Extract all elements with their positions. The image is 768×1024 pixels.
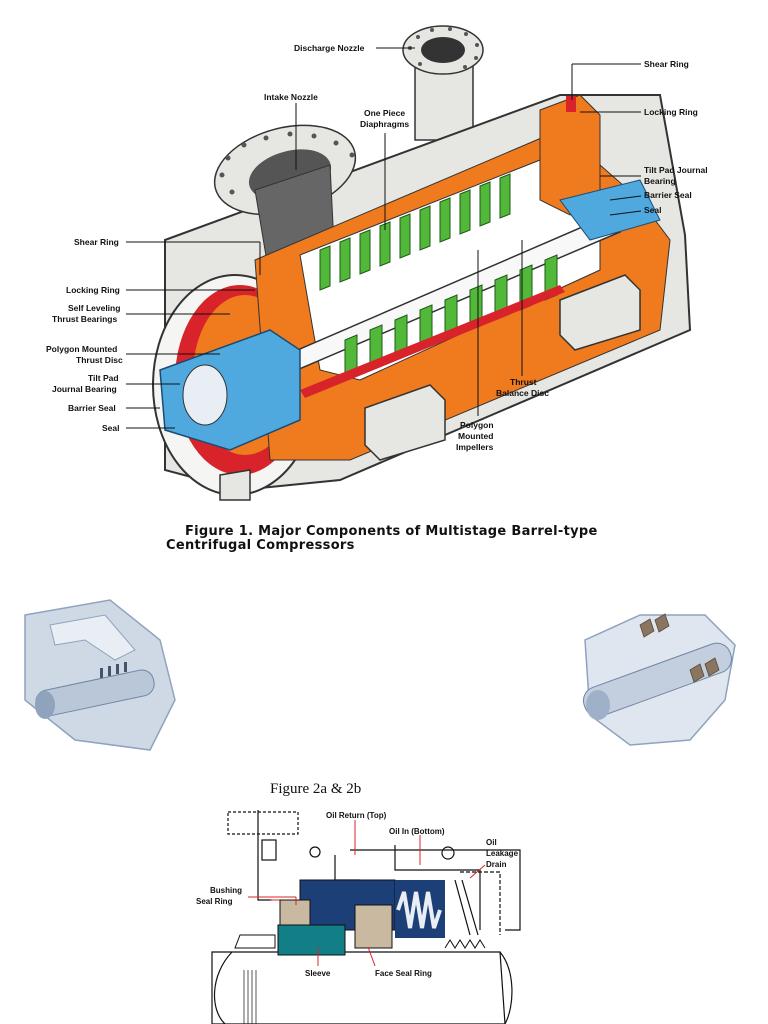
label-oil-leak-2: Leakage bbox=[486, 849, 519, 858]
label-shear-ring-right: Shear Ring bbox=[644, 59, 689, 69]
label-locking-ring-right: Locking Ring bbox=[644, 107, 698, 117]
label-oil-in: Oil In (Bottom) bbox=[389, 827, 445, 836]
label-oil-leak-3: Drain bbox=[486, 860, 507, 869]
label-oil-return: Oil Return (Top) bbox=[326, 811, 387, 820]
figure2-seal-cross-section bbox=[211, 800, 534, 1024]
label-tilt-pad-right-2: Bearing bbox=[644, 176, 676, 186]
label-thrust-balance-1: Thrust bbox=[510, 377, 537, 387]
figure1-caption-line2: Centrifugal Compressors bbox=[166, 538, 355, 553]
label-tilt-pad-right-1: Tilt Pad Journal bbox=[644, 165, 708, 175]
label-intake-nozzle: Intake Nozzle bbox=[264, 92, 318, 102]
label-self-leveling-2: Thrust Bearings bbox=[52, 314, 117, 324]
label-oil-leak-1: Oil bbox=[486, 838, 497, 847]
label-self-leveling-1: Self Leveling bbox=[68, 303, 120, 313]
figure2-caption: Figure 2a & 2b bbox=[270, 781, 362, 797]
diaphragms-upper bbox=[319, 173, 511, 291]
shaft-section bbox=[211, 951, 506, 1024]
sleeve-part bbox=[277, 924, 346, 956]
label-tilt-pad-left-1: Tilt Pad bbox=[88, 373, 119, 383]
figure2-labels: Oil Return (Top) Oil In (Bottom) Oil Lea… bbox=[196, 811, 519, 978]
label-face-seal-ring: Face Seal Ring bbox=[375, 969, 432, 978]
label-bushing-1: Bushing bbox=[210, 886, 242, 895]
label-polygon-disc-2: Thrust Disc bbox=[76, 355, 123, 365]
discharge-nozzle bbox=[402, 25, 484, 141]
label-one-piece-2: Diaphragms bbox=[360, 119, 409, 129]
label-polygon-impellers-1: Polygon bbox=[460, 420, 494, 430]
label-polygon-impellers-3: Impellers bbox=[456, 442, 494, 452]
label-thrust-balance-2: Balance Disc bbox=[496, 388, 549, 398]
label-sleeve: Sleeve bbox=[305, 969, 331, 978]
label-bushing-2: Seal Ring bbox=[196, 897, 233, 906]
label-locking-ring-left: Locking Ring bbox=[66, 285, 120, 295]
label-barrier-seal-left: Barrier Seal bbox=[68, 403, 116, 413]
support-feet bbox=[219, 274, 641, 501]
label-seal-right: Seal bbox=[644, 205, 662, 215]
label-barrier-seal-right: Barrier Seal bbox=[644, 190, 692, 200]
label-seal-left: Seal bbox=[102, 423, 120, 433]
figure1-leader-lines bbox=[126, 47, 642, 429]
label-shear-ring-left: Shear Ring bbox=[74, 237, 119, 247]
figure1-compressor-cutaway bbox=[152, 25, 692, 501]
label-polygon-disc-1: Polygon Mounted bbox=[46, 344, 117, 354]
figure2b-seal-render bbox=[582, 613, 736, 746]
figure2a-seal-render bbox=[24, 599, 176, 751]
face-seal-ring-part bbox=[354, 904, 393, 949]
figure1-labels: Discharge Nozzle Intake Nozzle One Piece… bbox=[46, 43, 708, 452]
bushing-seal-ring-part bbox=[279, 899, 311, 926]
seal-spring bbox=[395, 880, 445, 938]
figure1-caption-line1: Figure 1. Major Components of Multistage… bbox=[185, 524, 598, 539]
label-discharge-nozzle: Discharge Nozzle bbox=[294, 43, 365, 53]
label-polygon-impellers-2: Mounted bbox=[458, 431, 493, 441]
label-one-piece-1: One Piece bbox=[364, 108, 405, 118]
label-tilt-pad-left-2: Journal Bearing bbox=[52, 384, 117, 394]
